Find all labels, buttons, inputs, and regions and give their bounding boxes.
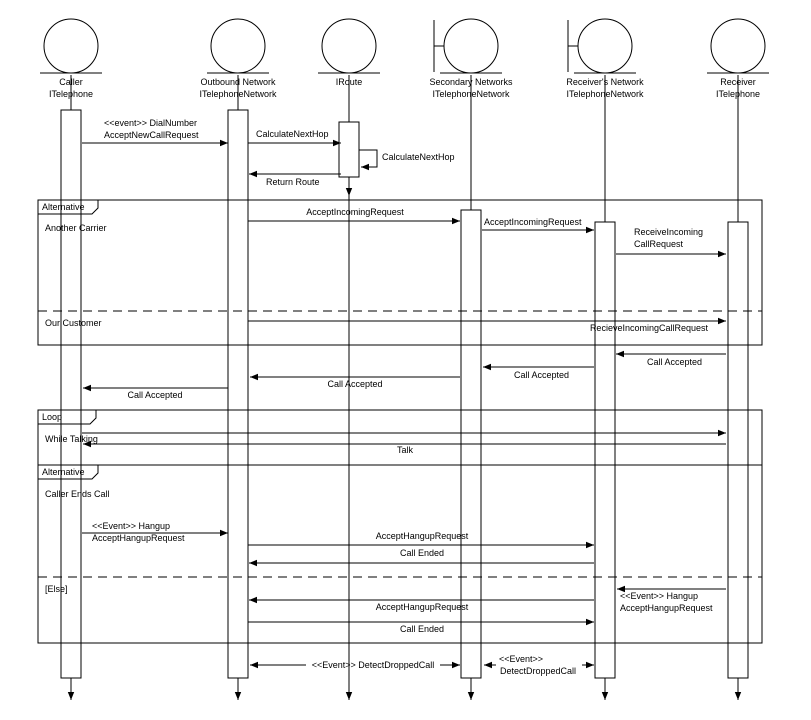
fragment-tab: [38, 200, 99, 215]
message-label: <<Event>>: [499, 654, 543, 664]
message-label: AcceptHangupRequest: [92, 533, 185, 543]
combined-fragment: Alternative: [37, 464, 763, 644]
activation-bar: [338, 121, 360, 178]
message-label: CallRequest: [634, 239, 684, 249]
message-label: AcceptHangupRequest: [376, 602, 469, 612]
fragment-frame: [37, 409, 763, 466]
fragment-tab: [38, 465, 99, 480]
message: AcceptIncomingRequest: [482, 217, 594, 234]
message-label: Call Accepted: [127, 390, 182, 400]
message-self: CalculateNextHop: [359, 149, 455, 171]
message-label: AcceptIncomingRequest: [484, 217, 582, 227]
lifeline-type: ITelephoneNetwork: [432, 89, 510, 99]
fragment-label: Alternative: [42, 467, 85, 477]
message: <<Event>> DetectDroppedCall: [484, 654, 594, 676]
message-label: <<Event>> Hangup: [92, 521, 170, 531]
message-label: AcceptHangupRequest: [620, 603, 713, 613]
fragment-label: Alternative: [42, 202, 85, 212]
activation-bar: [227, 109, 249, 679]
lifeline-name: Receiver's Network: [566, 77, 644, 87]
message: Call Accepted: [250, 373, 460, 389]
fragment-label: Loop: [42, 412, 62, 422]
fragment-frame: [37, 199, 763, 346]
guard-label: [Else]: [45, 584, 68, 594]
message: Call Accepted: [83, 384, 228, 400]
boundary-icon: [443, 18, 499, 74]
message: Return Route: [249, 170, 341, 187]
message-label: Call Accepted: [514, 370, 569, 380]
message-label: <<Event>> Hangup: [620, 591, 698, 601]
message-label: DetectDroppedCall: [500, 666, 576, 676]
lifeline-type: ITelephoneNetwork: [566, 89, 644, 99]
message: RecieveIncomingCallRequest: [248, 317, 726, 333]
lifeline-name: Outbound Network: [200, 77, 276, 87]
lifeline-name: IRoute: [336, 77, 363, 87]
message: Call Ended: [248, 618, 594, 634]
message-label: AcceptNewCallRequest: [104, 130, 199, 140]
fragment-frame: [37, 464, 763, 644]
entity-icon: [321, 18, 377, 74]
message-label: CalculateNextHop: [382, 152, 455, 162]
message: CalculateNextHop: [248, 129, 341, 147]
activation-bar: [594, 221, 616, 679]
entity-icon: [43, 18, 99, 74]
message-label: Call Ended: [400, 624, 444, 634]
lifeline-type: ITelephone: [49, 89, 93, 99]
boundary-icon: [577, 18, 633, 74]
message: <<Event>> DetectDroppedCall: [250, 660, 460, 670]
message-arrow: [359, 149, 378, 171]
message-label: Talk: [397, 445, 414, 455]
guard-label: Caller Ends Call: [45, 489, 110, 499]
message: Call Ended: [249, 548, 594, 567]
activation-bar: [727, 221, 749, 679]
guard-label: Our Customer: [45, 318, 102, 328]
message-label: Call Accepted: [327, 379, 382, 389]
message: AcceptHangupRequest: [249, 596, 594, 612]
message-label: Return Route: [266, 177, 320, 187]
activation-bar: [60, 109, 82, 679]
entity-icon: [210, 18, 266, 74]
lifeline-name: Caller: [59, 77, 83, 87]
message-label: <<event>> DialNumber: [104, 118, 197, 128]
message-label: Call Accepted: [647, 357, 702, 367]
message-label: RecieveIncomingCallRequest: [590, 323, 709, 333]
message-label: ReceiveIncoming: [634, 227, 703, 237]
message: Call Accepted: [616, 350, 726, 367]
combined-fragment: Alternative: [37, 199, 763, 346]
message-label: CalculateNextHop: [256, 129, 329, 139]
combined-fragment: Loop: [37, 409, 763, 466]
guard-label: While Talking: [45, 434, 98, 444]
message-label: AcceptIncomingRequest: [306, 207, 404, 217]
lifeline-name: Secondary Networks: [429, 77, 513, 87]
message: AcceptHangupRequest: [248, 531, 594, 549]
lifeline-iroute: IRoute: [318, 18, 380, 87]
entity-icon: [710, 18, 766, 74]
fragment-tab: [38, 410, 97, 425]
message-label: <<Event>> DetectDroppedCall: [312, 660, 435, 670]
message: AcceptIncomingRequest: [248, 207, 460, 225]
lifeline-type: ITelephoneNetwork: [199, 89, 277, 99]
message-label: AcceptHangupRequest: [376, 531, 469, 541]
message: Talk: [83, 440, 726, 455]
message: Call Accepted: [483, 363, 594, 380]
lifeline-type: ITelephone: [716, 89, 760, 99]
message-label: Call Ended: [400, 548, 444, 558]
guard-label: Another Carrier: [45, 223, 107, 233]
lifeline-name: Receiver: [720, 77, 756, 87]
